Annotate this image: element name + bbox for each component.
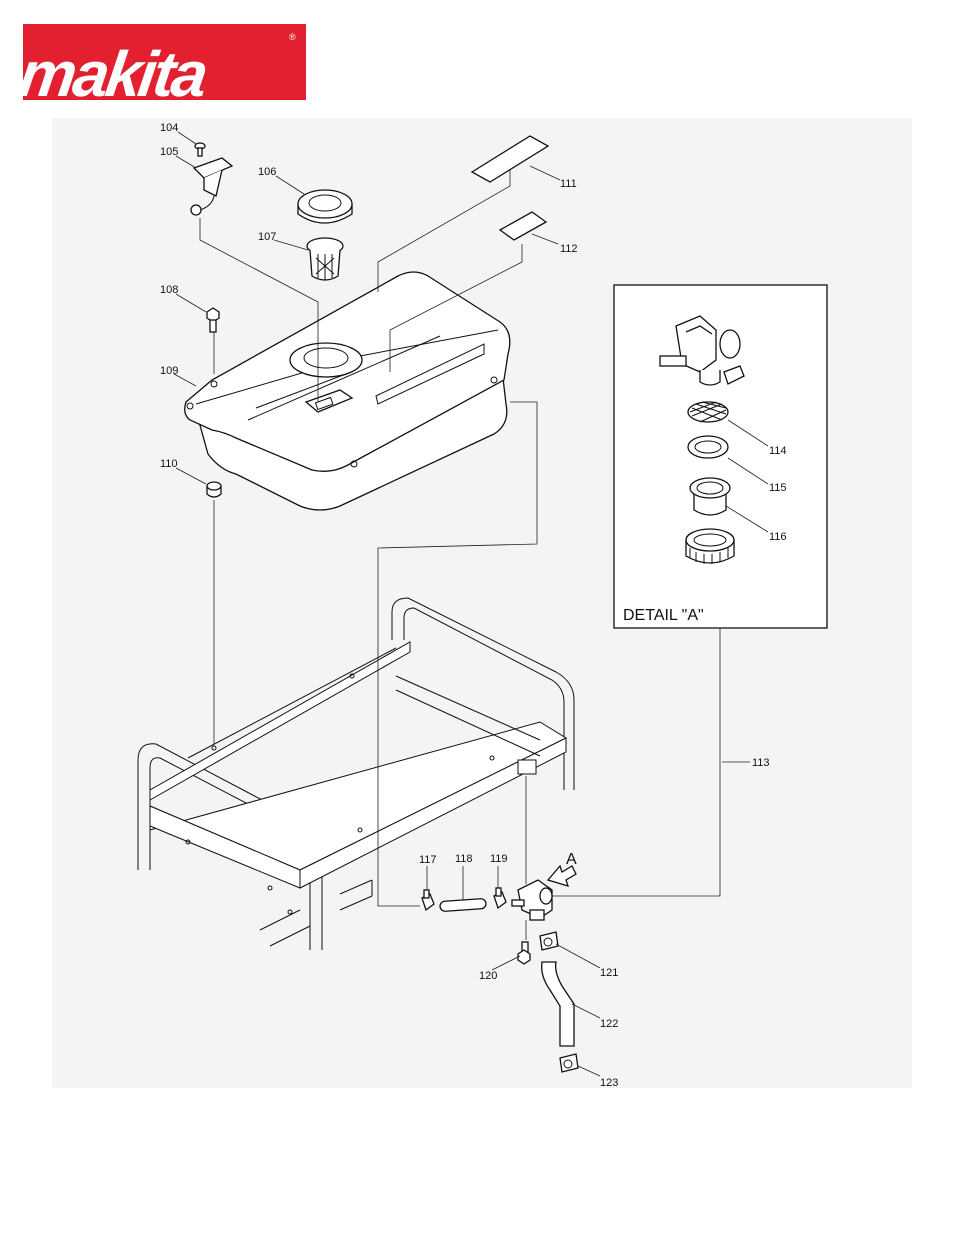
detail-part-116-cup [690,478,730,515]
label-118: 118 [455,853,473,865]
detail-a-box: DETAIL "A" [614,285,827,628]
part-121-clamp [540,932,558,950]
label-122: 122 [600,1018,618,1030]
part-106-fuel-cap [298,190,352,223]
label-121: 121 [600,967,618,979]
part-110-rubber-mount [207,482,221,497]
label-108: 108 [160,284,178,296]
label-105: 105 [160,146,178,158]
label-114: 114 [769,445,787,457]
label-110: 110 [160,458,178,470]
label-115: 115 [769,482,787,494]
label-116: 116 [769,531,787,543]
detail-ring-nut [686,529,734,564]
view-arrow-letter: A [566,851,577,868]
label-113: 113 [752,757,770,769]
part-107-fuel-filter [307,238,343,280]
detail-title: DETAIL "A" [623,607,704,624]
label-119: 119 [490,853,508,865]
label-120: 120 [479,970,497,982]
label-109: 109 [160,365,178,377]
detail-part-114-screen [688,402,728,422]
label-117: 117 [419,854,437,866]
label-106: 106 [258,166,276,178]
label-111: 111 [560,178,577,190]
label-104: 104 [160,122,178,134]
detail-part-115-gasket [688,436,728,458]
label-112: 112 [560,243,578,255]
label-107: 107 [258,231,276,243]
label-123: 123 [600,1077,618,1089]
part-123-clamp [560,1054,578,1072]
